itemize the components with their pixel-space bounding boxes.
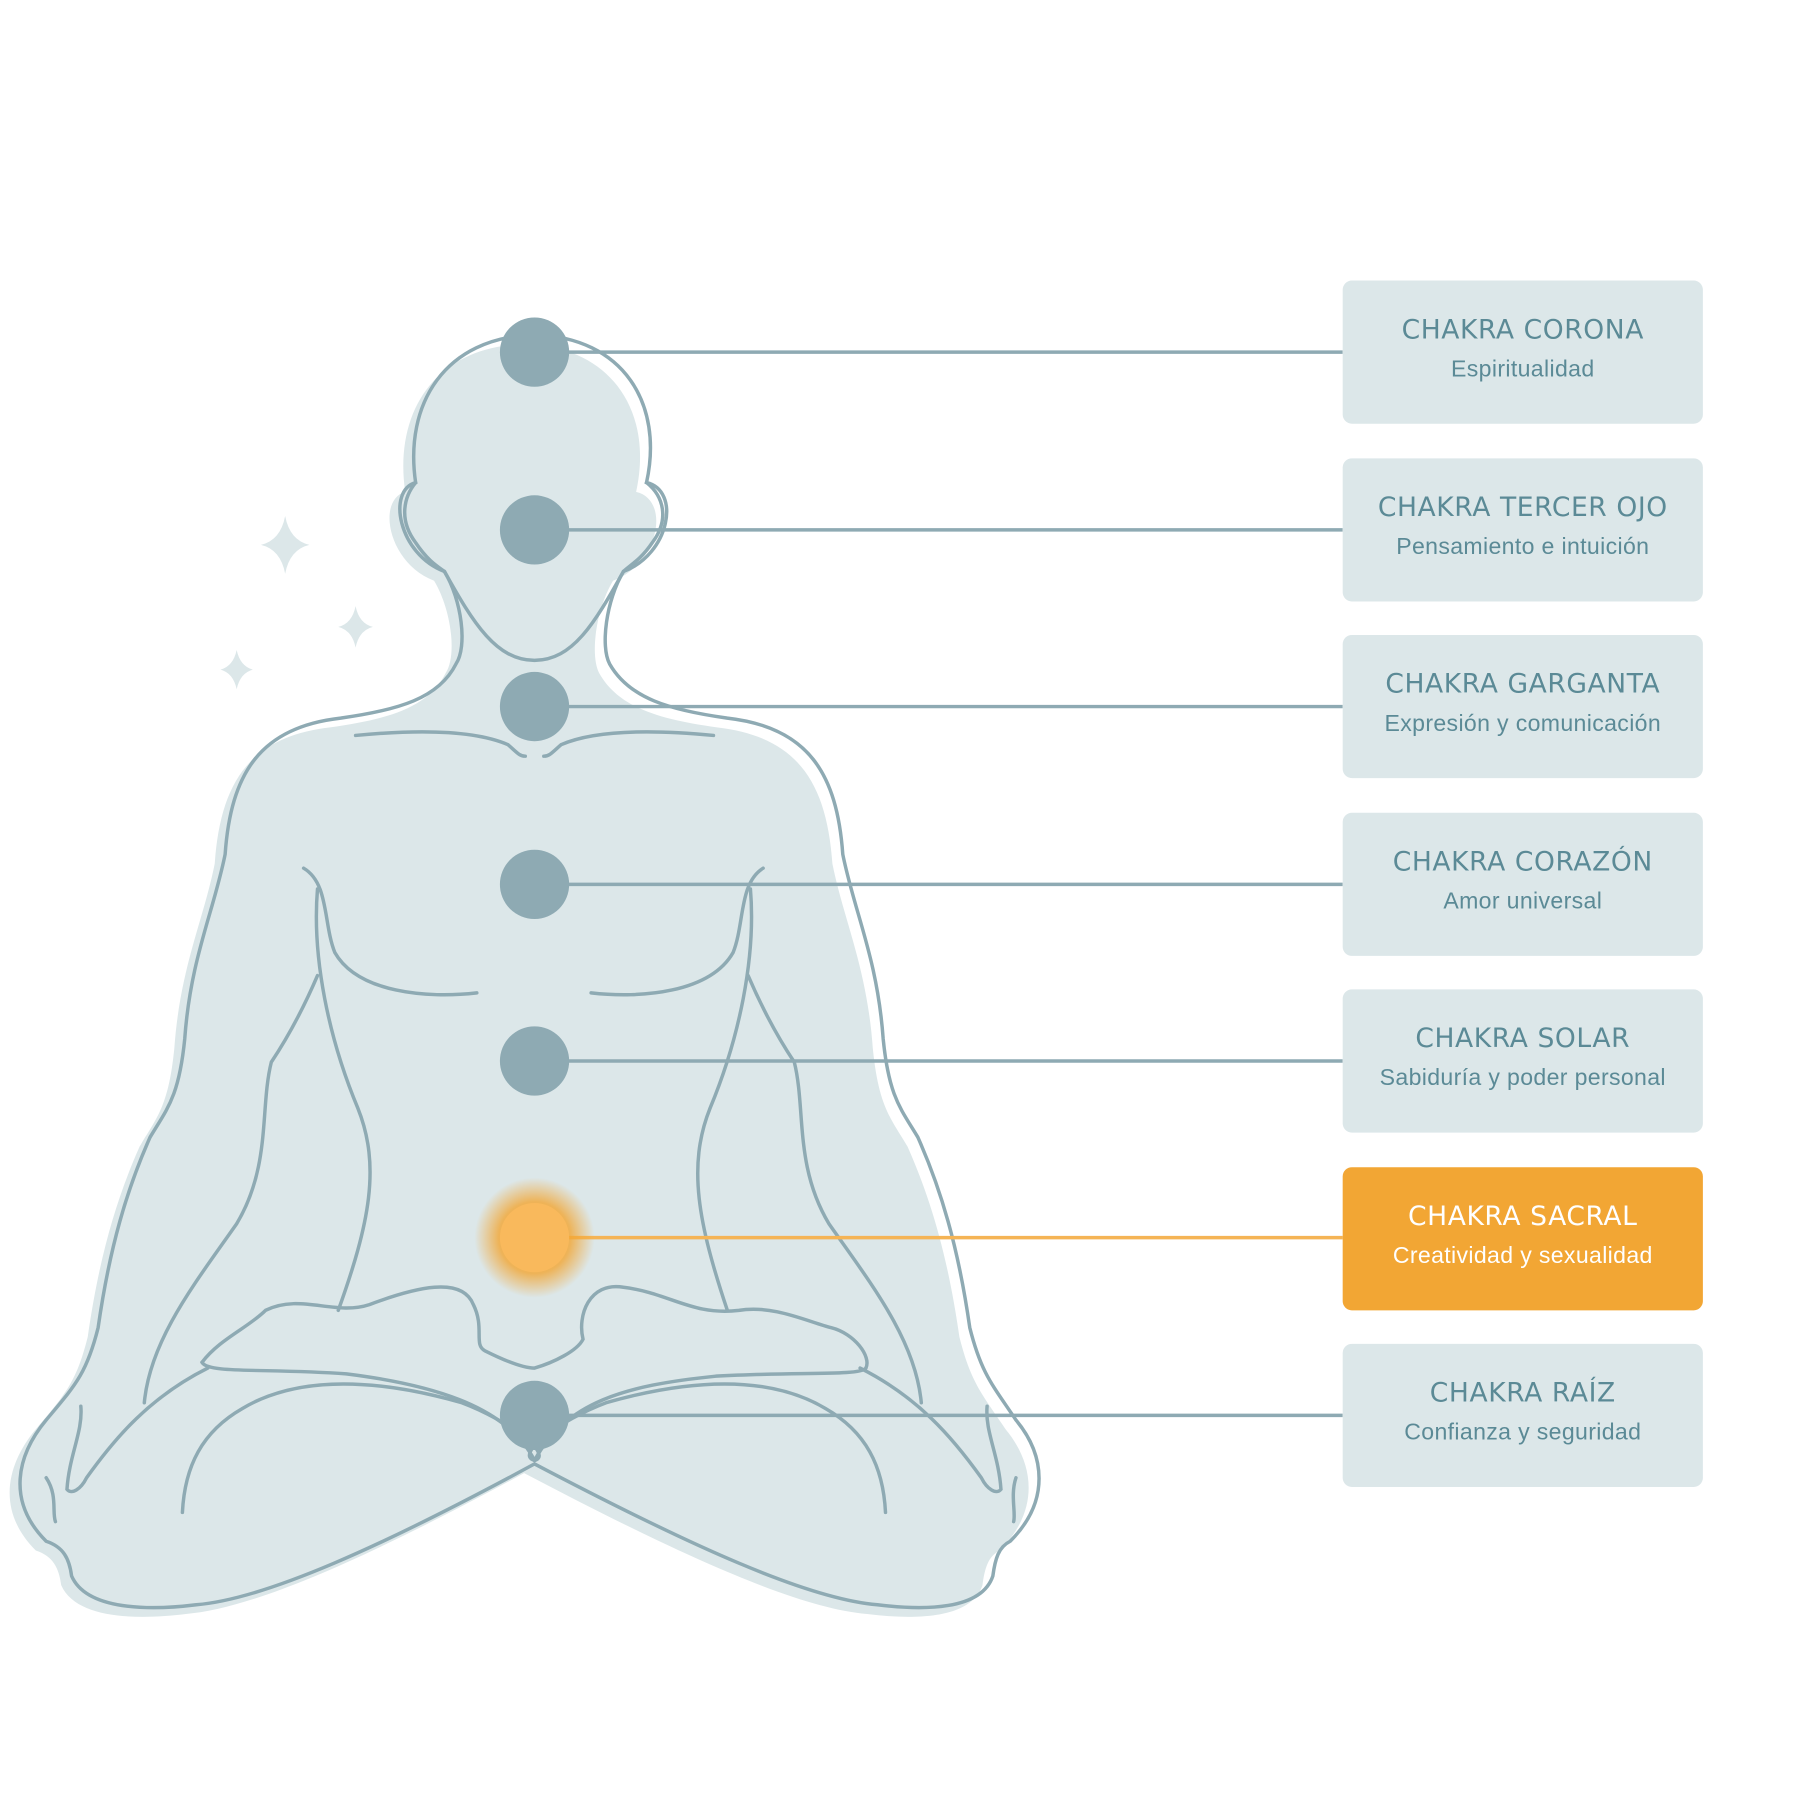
sparkle-icon xyxy=(338,606,373,648)
card-subtitle: Amor universal xyxy=(1443,888,1603,914)
chakra-dot[interactable] xyxy=(499,1026,570,1096)
card-title: CHAKRA CORAZÓN xyxy=(1392,846,1653,877)
card-subtitle: Creatividad y sexualidad xyxy=(1392,1242,1653,1269)
card-title: CHAKRA TERCER OJO xyxy=(1377,492,1668,523)
chakra-dot[interactable] xyxy=(499,671,570,742)
sparkle-icon xyxy=(220,649,253,690)
chakra-dot[interactable] xyxy=(499,1380,570,1451)
card-title: CHAKRA GARGANTA xyxy=(1385,669,1661,700)
card-tercer-ojo[interactable]: CHAKRA TERCER OJO Pensamiento e intuición xyxy=(1342,458,1703,602)
card-raiz[interactable]: CHAKRA RAÍZ Confianza y seguridad xyxy=(1342,1343,1703,1487)
card-corona[interactable]: CHAKRA CORONA Espiritualidad xyxy=(1342,280,1703,424)
sparkles xyxy=(220,516,373,690)
card-subtitle: Espiritualidad xyxy=(1451,356,1595,382)
chakra-dot[interactable] xyxy=(499,495,570,565)
chakra-dot[interactable] xyxy=(499,849,570,919)
card-subtitle: Confianza y seguridad xyxy=(1404,1419,1642,1445)
card-subtitle: Expresión y comunicación xyxy=(1384,710,1662,736)
card-sacral[interactable]: CHAKRA SACRAL Creatividad y sexualidad xyxy=(1342,1167,1703,1311)
card-title: CHAKRA SOLAR xyxy=(1415,1023,1631,1054)
chakra-dot[interactable] xyxy=(499,317,570,387)
card-subtitle: Pensamiento e intuición xyxy=(1396,533,1650,560)
card-corazon[interactable]: CHAKRA CORAZÓN Amor universal xyxy=(1342,812,1703,956)
card-garganta[interactable]: CHAKRA GARGANTA Expresión y comunicación xyxy=(1342,634,1703,779)
card-title: CHAKRA RAÍZ xyxy=(1429,1377,1616,1408)
sparkle-icon xyxy=(260,516,310,574)
card-title: CHAKRA SACRAL xyxy=(1408,1201,1638,1232)
card-title: CHAKRA CORONA xyxy=(1401,314,1644,345)
connector-lines xyxy=(534,350,1343,1418)
card-subtitle: Sabiduría y poder personal xyxy=(1379,1065,1666,1091)
chakra-dot[interactable] xyxy=(499,1202,570,1273)
chakra-dots xyxy=(474,317,595,1451)
card-solar[interactable]: CHAKRA SOLAR Sabiduría y poder personal xyxy=(1342,989,1703,1133)
